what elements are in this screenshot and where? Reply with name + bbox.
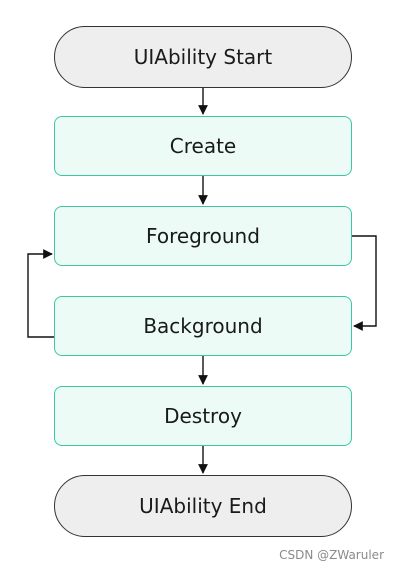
node-uiability-start: UIAbility Start xyxy=(54,26,352,88)
arrow-background-to-foreground xyxy=(27,249,54,338)
node-uiability-end: UIAbility End xyxy=(54,475,352,537)
node-label: Create xyxy=(169,134,237,158)
node-label: Background xyxy=(143,314,263,338)
node-label: UIAbility Start xyxy=(133,45,273,69)
node-destroy: Destroy xyxy=(54,386,352,446)
node-foreground: Foreground xyxy=(54,206,352,266)
watermark-text: CSDN @ZWaruler xyxy=(279,548,384,562)
node-label: Destroy xyxy=(164,404,242,428)
node-label: UIAbility End xyxy=(139,494,267,518)
node-label: Foreground xyxy=(146,224,260,248)
node-background: Background xyxy=(54,296,352,356)
node-create: Create xyxy=(54,116,352,176)
arrow-foreground-to-background xyxy=(352,235,377,331)
